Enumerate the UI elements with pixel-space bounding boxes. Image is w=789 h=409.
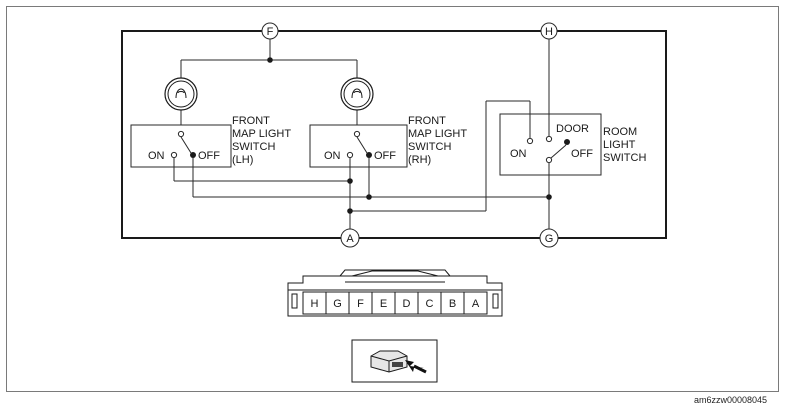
switch-room-door-label: DOOR [556, 123, 589, 135]
pin-h: H [540, 22, 558, 40]
connector-cavity-label: F [357, 298, 364, 310]
connector-cavity-d: D [394, 291, 419, 315]
connector-cavity-b: B [440, 291, 465, 315]
connector-cavity-label: E [380, 298, 387, 310]
front-map-light-switch-lh-label: FRONT MAP LIGHT SWITCH (LH) [232, 115, 291, 166]
svg-text:(RH): (RH) [408, 154, 431, 166]
pin-g: G [539, 228, 559, 248]
svg-text:SWITCH: SWITCH [232, 141, 275, 153]
switch-room-on-label: ON [510, 148, 527, 160]
figure-frame [6, 6, 779, 392]
connector-cavity-label: D [403, 298, 411, 310]
switch-room-contacts [526, 135, 570, 164]
switch-lh-contacts [170, 130, 196, 159]
room-light-switch-box [499, 113, 602, 176]
front-map-light-switch-rh-box [309, 124, 408, 168]
switch-rh-on-label: ON [324, 150, 341, 162]
svg-text:LIGHT: LIGHT [603, 139, 636, 151]
switch-lh-on-label: ON [148, 150, 165, 162]
connector-cavity-label: B [449, 298, 456, 310]
junction-dots [267, 57, 552, 214]
connector-cavity-f: F [348, 291, 373, 315]
component-outline [121, 30, 667, 239]
connector-cavity-label: A [472, 298, 480, 310]
svg-text:FRONT: FRONT [232, 115, 270, 127]
svg-text:ROOM: ROOM [603, 126, 637, 138]
pin-f-label: F [267, 26, 274, 38]
switch-lh-off-label: OFF [198, 150, 220, 162]
room-light-switch-label: ROOM LIGHT SWITCH [603, 126, 646, 164]
pin-a: A [340, 228, 360, 248]
connector-cavity-g: G [325, 291, 350, 315]
switch-room-off-label: OFF [571, 148, 593, 160]
svg-text:(LH): (LH) [232, 154, 253, 166]
svg-text:SWITCH: SWITCH [408, 141, 451, 153]
connector-cavity-label: G [333, 298, 342, 310]
front-map-light-switch-rh-label: FRONT MAP LIGHT SWITCH (RH) [408, 115, 467, 166]
connector-cavity-h: H [302, 291, 327, 315]
pin-h-label: H [545, 26, 553, 38]
wiring [173, 39, 550, 229]
connector-cavity-c: C [417, 291, 442, 315]
figure-code: am6zzw00008045 [694, 395, 767, 405]
bulb-lh [164, 77, 198, 111]
connector-cavity-label: C [426, 298, 434, 310]
connector-illustration [351, 339, 438, 383]
connector-cavity-label: H [311, 298, 319, 310]
pin-g-label: G [545, 233, 554, 245]
pin-f: F [261, 22, 279, 40]
svg-text:MAP LIGHT: MAP LIGHT [408, 128, 467, 140]
bulb-rh [340, 77, 374, 111]
pin-a-label: A [346, 233, 354, 245]
svg-text:MAP LIGHT: MAP LIGHT [232, 128, 291, 140]
switch-rh-off-label: OFF [374, 150, 396, 162]
switch-rh-contacts [346, 130, 372, 159]
connector-cavity-e: E [371, 291, 396, 315]
connector-cavity-a: A [463, 291, 488, 315]
svg-text:SWITCH: SWITCH [603, 152, 646, 164]
svg-text:FRONT: FRONT [408, 115, 446, 127]
front-map-light-switch-lh-box [130, 124, 232, 168]
